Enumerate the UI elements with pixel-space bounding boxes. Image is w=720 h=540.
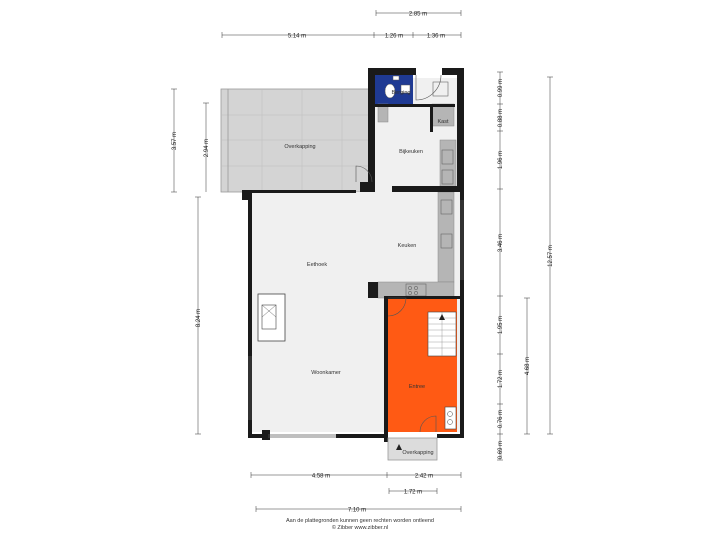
dim-right-099: 0.99 m [498,79,504,97]
dim-left-357: 3.57 m [172,132,178,150]
room-label-eethoek: Eethoek [307,262,327,268]
dim-right-088: 0.88 m [498,109,504,127]
dim-bottom-242: 2.42 m [415,474,433,480]
dim-right-195: 1.95 m [498,316,504,334]
dim-right-346: 3.46 m [498,234,504,252]
room-label-keuken: Keuken [398,243,417,249]
dim-top-126: 1.26 m [385,34,403,40]
dim-right-069: 0.69 m [498,441,504,459]
room-label-overkapping-top: Overkapping [284,144,315,150]
windows [248,200,464,438]
room-label-entree: Entree [409,384,425,390]
room-label-bijkeuken: Bijkeuken [399,149,423,155]
dim-bottom-710: 7.10 m [348,508,366,514]
dimension-lines [171,10,553,512]
room-label-woonkamer: Woonkamer [311,370,341,376]
fireplace [257,293,286,342]
entrance-arrow-icon [396,444,402,450]
overkapping-bottom-area [387,437,438,461]
walls [242,68,464,442]
dim-top-514: 5.14 m [288,34,306,40]
room-label-berging: Berging [392,90,411,96]
dim-right-468: 4.68 m [525,357,531,375]
doors [355,74,442,433]
dim-left-824: 8.24 m [196,309,202,327]
kitchen-appliances [405,81,454,297]
room-label-overkapping-bottom: Overkapping [402,450,433,456]
room-labels: Overkapping Berging Kast Bijkeuken Keuke… [284,90,449,456]
dim-bottom-458: 4.58 m [312,474,330,480]
dim-bottom-172: 1.72 m [404,490,422,496]
room-label-kast: Kast [437,119,448,125]
toilet-area [375,75,413,105]
overkapping-top-area [220,88,372,193]
dim-right-196: 1.96 m [498,151,504,169]
dim-top-285: 2.85 m [409,12,427,18]
footer-copyright: © Zibber www.zibber.nl [331,525,389,531]
staircase [427,311,457,357]
dim-top-136: 1.36 m [427,34,445,40]
meter-cabinet [444,406,457,430]
dim-right-076: 0.76 m [498,410,504,428]
dim-right-172: 1.72 m [498,370,504,388]
dim-left-294: 2.94 m [204,139,210,157]
dim-right-1257: 12.57 m [548,245,554,267]
footer-disclaimer: Aan de plattegronden kunnen geen rechten… [285,518,434,524]
dimension-labels: 2.85 m 5.14 m 1.26 m 1.36 m 3.57 m 2.94 … [172,12,554,514]
